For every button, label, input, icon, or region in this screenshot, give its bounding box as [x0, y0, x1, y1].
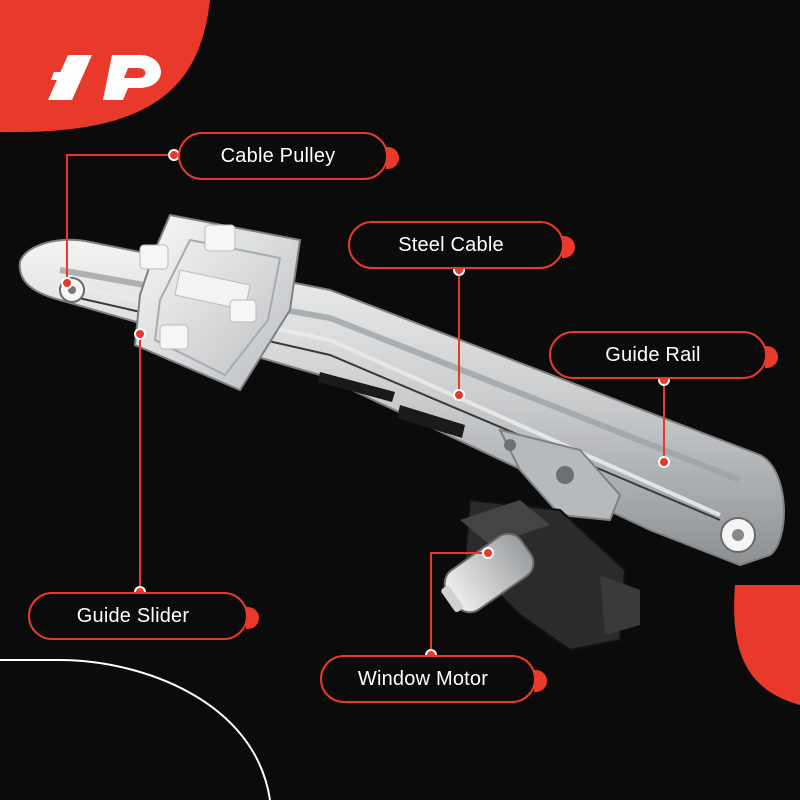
window-regulator	[18, 213, 785, 652]
callout-cap	[562, 236, 575, 258]
top-left-red-shape	[0, 0, 210, 133]
guide-rail-body	[18, 238, 785, 567]
callout-cap	[246, 607, 259, 629]
callout-steel-cable: Steel Cable	[348, 221, 575, 269]
callout-cable-pulley: Cable Pulley	[178, 132, 399, 180]
bottom-left-outline-shape	[0, 659, 271, 800]
leader-lines	[66, 154, 665, 655]
window-motor	[441, 498, 640, 652]
callout-cap	[386, 147, 399, 169]
callout-label: Guide Rail	[605, 343, 701, 366]
callout-label: Window Motor	[357, 667, 489, 690]
callout-cap	[534, 670, 547, 692]
callout-guide-rail: Guide Rail	[549, 331, 778, 379]
callout-window-motor: Window Motor	[320, 655, 547, 703]
callout-cap	[765, 346, 778, 368]
brand-logo	[48, 55, 161, 100]
callout-label: Guide Slider	[76, 604, 190, 627]
bottom-right-red-shape	[734, 585, 800, 705]
callout-label: Cable Pulley	[220, 144, 336, 167]
callout-guide-slider: Guide Slider	[28, 592, 259, 640]
callout-label: Steel Cable	[398, 233, 504, 256]
